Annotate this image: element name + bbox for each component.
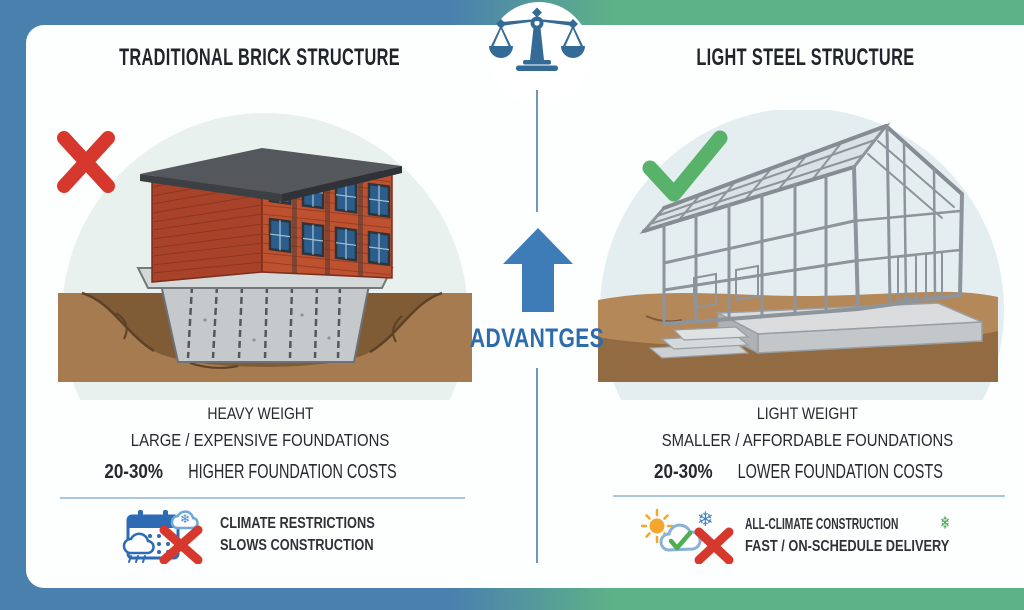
- left-cost-line: 20-30% HIGHER FOUNDATION COSTS: [40, 456, 480, 488]
- all-weather-icons: ❄: [641, 508, 734, 564]
- red-x-icon: [159, 525, 203, 564]
- right-climate-row: ❄ ALL-CLIMATE CONSTRUCTION❄ FAST / ON-SC…: [641, 506, 1004, 564]
- rain-cloud-icon: [122, 532, 155, 555]
- left-climate-line-2: SLOWS CONSTRUCTION: [220, 537, 374, 554]
- right-features: LIGHT WEIGHT SMALLER / AFFORDABLE FOUNDA…: [592, 402, 1022, 488]
- calendar-rain-icon: ❄: [122, 510, 203, 564]
- left-title-text: TRADITIONAL BRICK STRUCTURE: [119, 44, 401, 71]
- left-climate-row: ❄ CLIMATE RESTRICTIONS SLOWS CONSTRUCTIO…: [120, 506, 413, 564]
- right-section-title: LIGHT STEEL STRUCTURE: [590, 44, 1020, 72]
- balance-scale-icon: [489, 7, 585, 71]
- center-divider-top: [536, 90, 538, 212]
- left-section-title: TRADITIONAL BRICK STRUCTURE: [40, 44, 480, 72]
- left-feature-2: LARGE / EXPENSIVE FOUNDATIONS: [130, 430, 390, 450]
- snowflake-green-icon: ❄: [939, 513, 950, 533]
- brick-structure-illustration: [57, 113, 472, 400]
- right-climate-text: ALL-CLIMATE CONSTRUCTION❄ FAST / ON-SCHE…: [745, 512, 1004, 558]
- snow-cloud-icon: [170, 510, 199, 530]
- left-climate-text: CLIMATE RESTRICTIONS SLOWS CONSTRUCTION: [220, 513, 413, 557]
- up-arrow-icon: [503, 228, 573, 312]
- svg-text:❄: ❄: [180, 512, 190, 526]
- right-cost-stat: 20-30%: [653, 461, 713, 483]
- right-climate-line-2: FAST / ON-SCHEDULE DELIVERY: [745, 538, 950, 555]
- center-divider-bottom: [536, 368, 538, 563]
- left-cost-stat: 20-30%: [104, 461, 164, 483]
- left-feature-1: HEAVY WEIGHT: [206, 405, 314, 423]
- green-check-icon: [642, 130, 728, 202]
- left-features: HEAVY WEIGHT LARGE / EXPENSIVE FOUNDATIO…: [40, 402, 480, 488]
- left-section-divider: [60, 497, 465, 499]
- red-x-icon: [57, 131, 115, 193]
- right-feature-1: LIGHT WEIGHT: [756, 405, 858, 423]
- sun-icon: [641, 508, 674, 544]
- right-section-divider: [613, 495, 1005, 497]
- right-climate-line-1: ALL-CLIMATE CONSTRUCTION❄: [745, 513, 950, 533]
- right-cost-label: LOWER FOUNDATION COSTS: [736, 461, 943, 483]
- red-x-icon: [694, 527, 734, 564]
- right-feature-2: SMALLER / AFFORDABLE FOUNDATIONS: [661, 430, 953, 450]
- left-cost-label: HIGHER FOUNDATION COSTS: [188, 461, 397, 483]
- green-check-icon: [668, 530, 693, 551]
- right-cost-line: 20-30% LOWER FOUNDATION COSTS: [592, 456, 1022, 488]
- right-title-text: LIGHT STEEL STRUCTURE: [695, 44, 915, 71]
- steel-structure-illustration: [598, 110, 1004, 400]
- center-label: ADVANTGES: [469, 323, 605, 353]
- left-climate-line-1: CLIMATE RESTRICTIONS: [220, 515, 375, 532]
- snowflake-blue-icon: ❄: [697, 509, 714, 531]
